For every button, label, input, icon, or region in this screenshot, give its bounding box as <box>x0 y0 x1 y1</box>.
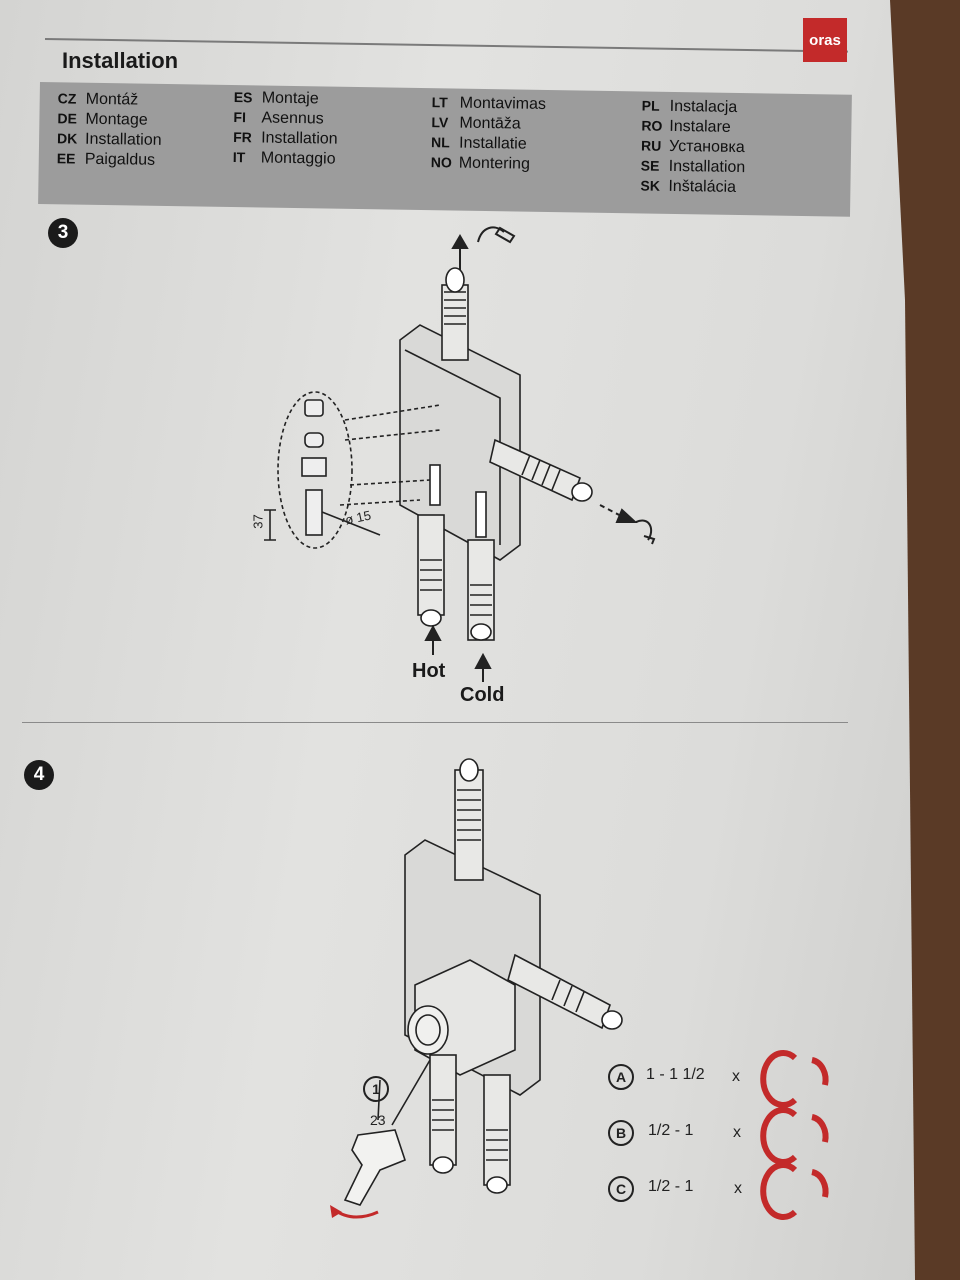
tighten-arrows-icon-c <box>760 1162 829 1220</box>
option-c-letter: C <box>608 1176 634 1202</box>
hot-label: Hot <box>412 660 446 682</box>
wrench-icon <box>343 1129 406 1206</box>
option-a-letter: A <box>608 1064 634 1090</box>
option-c-mult: x <box>734 1180 742 1197</box>
option-a-size: 1 - 1 1/2 <box>646 1066 705 1083</box>
section-divider <box>22 722 848 723</box>
tighten-arrows-icon-a <box>760 1050 829 1108</box>
option-b-letter: B <box>608 1120 634 1146</box>
hand-shower-icon <box>635 519 656 545</box>
step-4-badge: 4 <box>24 760 54 790</box>
shower-head-icon <box>477 226 516 244</box>
option-c-size: 1/2 - 1 <box>648 1178 694 1195</box>
oras-logo: oras <box>803 18 847 62</box>
step-3-illustration <box>264 226 656 682</box>
step-3-badge: 3 <box>48 218 78 248</box>
cold-label: Cold <box>460 684 505 706</box>
tighten-arrows-icon-b <box>760 1107 829 1165</box>
page-title: Installation <box>62 48 179 73</box>
option-a-mult: x <box>732 1068 740 1085</box>
wrench-size: 23 <box>370 1112 386 1128</box>
option-b-mult: x <box>733 1124 741 1141</box>
callout-1: 1 <box>363 1076 389 1102</box>
option-b-size: 1/2 - 1 <box>648 1122 694 1139</box>
step-4-illustration <box>330 758 829 1220</box>
